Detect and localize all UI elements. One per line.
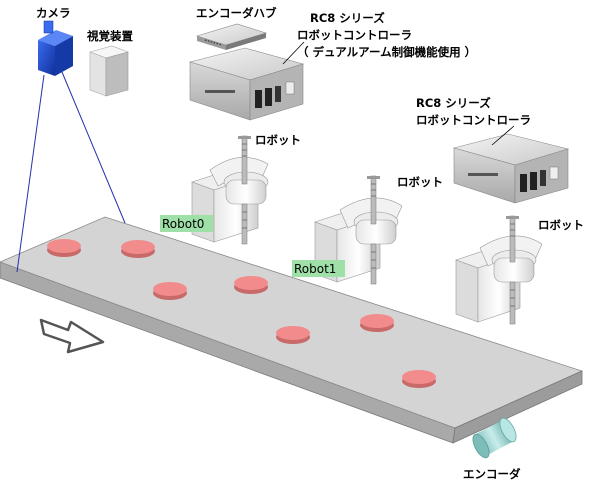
workpiece	[153, 282, 187, 300]
workpiece	[234, 276, 268, 294]
robot-tag-1: Robot1	[292, 260, 345, 277]
controller-top-label-line3: （ デュアルアーム制御機能使用 ）	[297, 45, 476, 59]
conveyor-end-side	[452, 370, 583, 444]
encoder-hub-icon	[195, 23, 268, 50]
robot-2-icon	[455, 215, 543, 325]
camera-view-lines	[16, 71, 126, 273]
conveyor	[0, 216, 584, 444]
workpiece	[360, 314, 394, 332]
workpieces	[47, 239, 436, 388]
vision-device-label: 視覚装置	[86, 29, 133, 43]
encoder-label: エンコーダ	[463, 467, 521, 481]
encoder-icon	[472, 417, 517, 459]
workpiece	[121, 240, 155, 258]
controller-top-label-line2: ロボットコントローラ	[297, 28, 412, 42]
camera-label: カメラ	[36, 6, 71, 20]
robot-tag-0-text: Robot0	[162, 217, 204, 231]
robot-tag-0: Robot0	[160, 215, 213, 232]
robot-label-1: ロボット	[255, 133, 301, 147]
vision-device-icon	[89, 45, 129, 97]
controller-top-icon	[188, 47, 305, 121]
controller-top-label-line1: RC8 シリーズ	[310, 11, 385, 25]
workpiece	[47, 239, 81, 257]
robot-label-3: ロボット	[538, 218, 584, 232]
encoder-hub-label: エンコーダハブ	[196, 6, 277, 20]
robot-1-icon	[314, 175, 403, 285]
camera-icon	[38, 20, 73, 76]
robot-tag-1-text: Robot1	[294, 262, 336, 276]
workpiece	[276, 326, 310, 344]
conveyor-direction-arrow-icon	[39, 318, 105, 354]
controller-right-icon	[452, 133, 570, 204]
controller-right-label-line1: RC8 シリーズ	[416, 96, 491, 110]
controller-right-label-line2: ロボットコントローラ	[416, 113, 531, 127]
robot-label-2: ロボット	[397, 175, 443, 189]
workpiece	[402, 370, 436, 388]
